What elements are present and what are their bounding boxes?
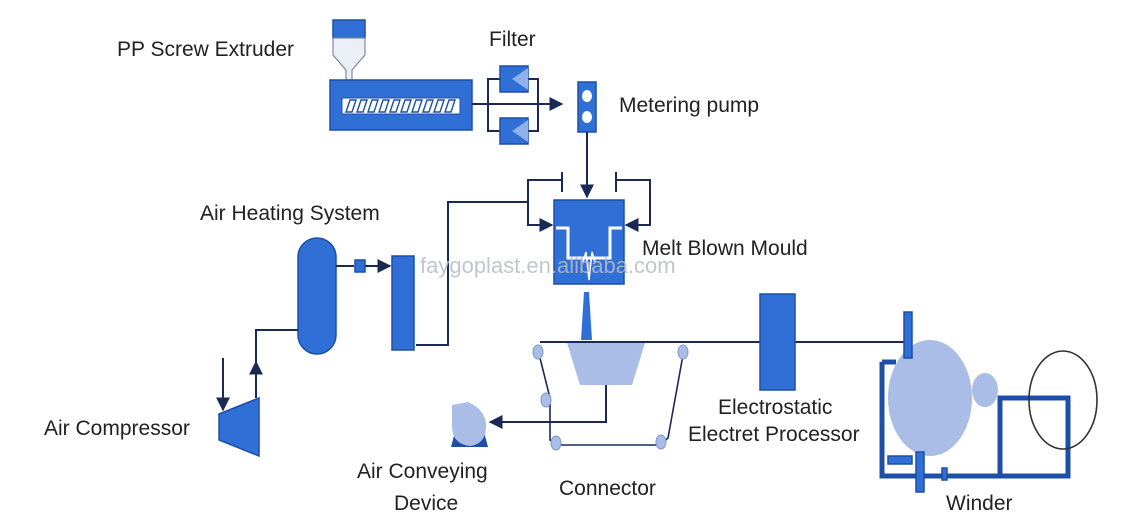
air-heater — [391, 255, 415, 351]
winder-roll — [888, 340, 972, 456]
screw-flight — [411, 99, 423, 113]
screw-flight — [433, 99, 445, 113]
hot-air-feed-lines — [416, 172, 651, 346]
extruder-hopper-top — [332, 19, 366, 39]
screw-flight — [367, 99, 379, 113]
air-valve — [354, 259, 366, 273]
label-connector: Connector — [559, 477, 656, 500]
winder-reel-outline — [1028, 350, 1098, 450]
filter-lower — [499, 117, 529, 145]
label-winder: Winder — [946, 492, 1013, 515]
screw-flight — [378, 99, 390, 113]
filter-upper — [499, 65, 529, 93]
melt-pipe-extruder-filter — [472, 78, 564, 132]
air-conveying-device — [451, 402, 488, 447]
screw-flights — [345, 99, 456, 113]
screw-flight — [400, 99, 412, 113]
air-tank — [297, 237, 337, 355]
metering-pump — [577, 81, 597, 133]
label-extruder: PP Screw Extruder — [117, 38, 294, 61]
label-air-compressor: Air Compressor — [44, 417, 190, 440]
screw-flight — [389, 99, 401, 113]
air-heating-system — [297, 237, 415, 355]
label-filter: Filter — [489, 28, 536, 51]
label-air-conveying-2: Device — [394, 492, 458, 515]
label-air-heating: Air Heating System — [200, 202, 380, 225]
winder — [879, 311, 1098, 493]
screw-flight — [422, 99, 434, 113]
filter — [499, 65, 529, 145]
screw-flight — [345, 99, 357, 113]
mould-nozzle-jet — [581, 292, 592, 340]
screw-flight — [356, 99, 368, 113]
label-metering-pump: Metering pump — [619, 94, 759, 117]
air-compressor — [216, 329, 298, 458]
pp-screw-extruder — [329, 19, 473, 131]
label-air-conveying-1: Air Conveying — [357, 460, 488, 483]
melt-blown-mould — [553, 199, 625, 340]
label-melt-blown-mould: Melt Blown Mould — [642, 237, 808, 260]
label-electret-2: Electret Processor — [688, 423, 860, 446]
connector — [488, 341, 906, 451]
screw-flight — [444, 99, 456, 113]
electret-processor — [759, 293, 796, 391]
label-electret-1: Electrostatic — [718, 396, 832, 419]
collector-hopper — [567, 343, 645, 385]
watermark: faygoplast.en.alibaba.com — [420, 253, 676, 278]
